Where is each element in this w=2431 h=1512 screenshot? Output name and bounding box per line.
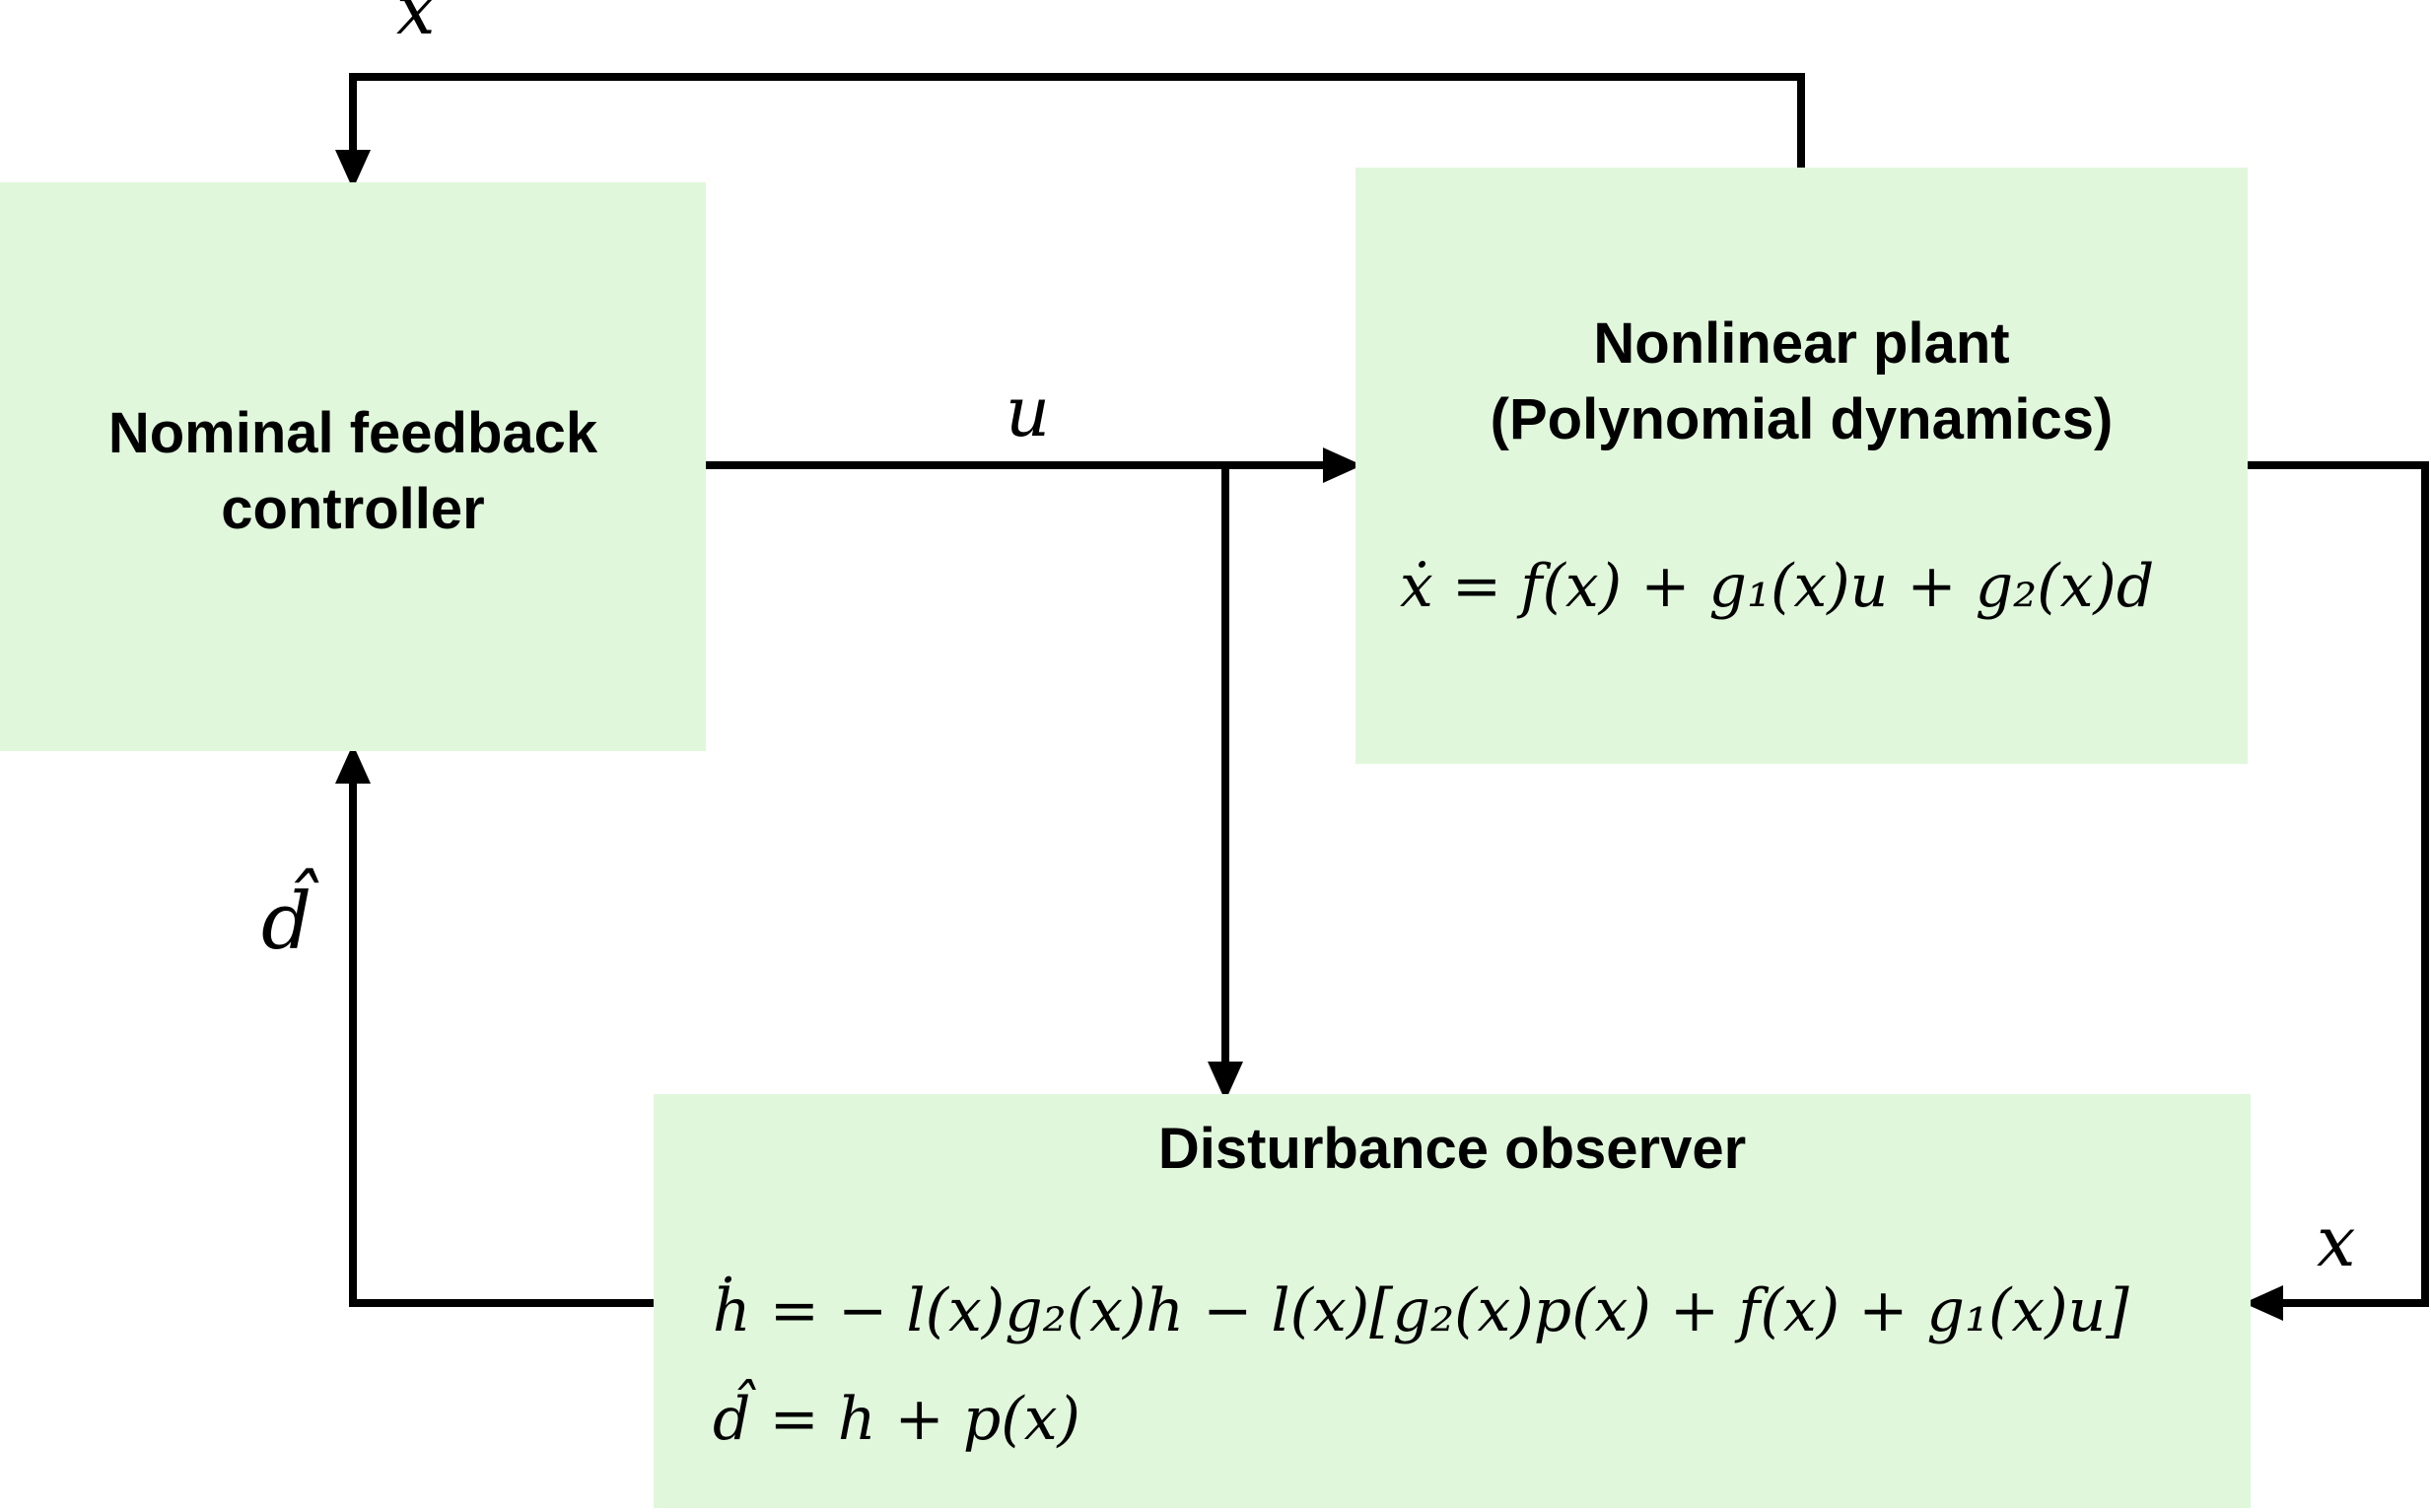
signal-label-dhat: d̂ — [261, 875, 313, 967]
observer-block: Disturbance observer ḣ = − l(x)g₂(x)h − … — [654, 1094, 2251, 1508]
observer-equation-dhat: d̂ = h + p(x) — [713, 1385, 1080, 1454]
plant-title-line1: Nonlinear plant — [1593, 311, 2010, 376]
controller-title-line1: Nominal feedback — [107, 401, 598, 465]
wire-plant-to-controller-top — [335, 73, 1805, 189]
signal-label-x-top: x — [396, 0, 436, 50]
observer-title: Disturbance observer — [1157, 1117, 1747, 1181]
signal-label-u: u — [1006, 372, 1051, 452]
wire-plant-to-observer-x — [2244, 461, 2429, 1321]
observer-equation-h: ḣ = − l(x)g₂(x)h − l(x)[g₂(x)p(x) + f(x)… — [713, 1276, 2129, 1345]
wire-observer-to-controller-dhat — [335, 744, 654, 1307]
plant-block: Nonlinear plant (Polynomial dynamics) ẋ … — [1355, 168, 2248, 764]
plant-title-line2: (Polynomial dynamics) — [1490, 387, 2114, 451]
controller-block: Nominal feedback controller — [0, 182, 706, 751]
controller-title-line2: controller — [221, 477, 485, 541]
plant-equation: ẋ = f(x) + g₁(x)u + g₂(x)d — [1400, 552, 2155, 621]
signal-label-x-right: x — [2317, 1202, 2356, 1282]
